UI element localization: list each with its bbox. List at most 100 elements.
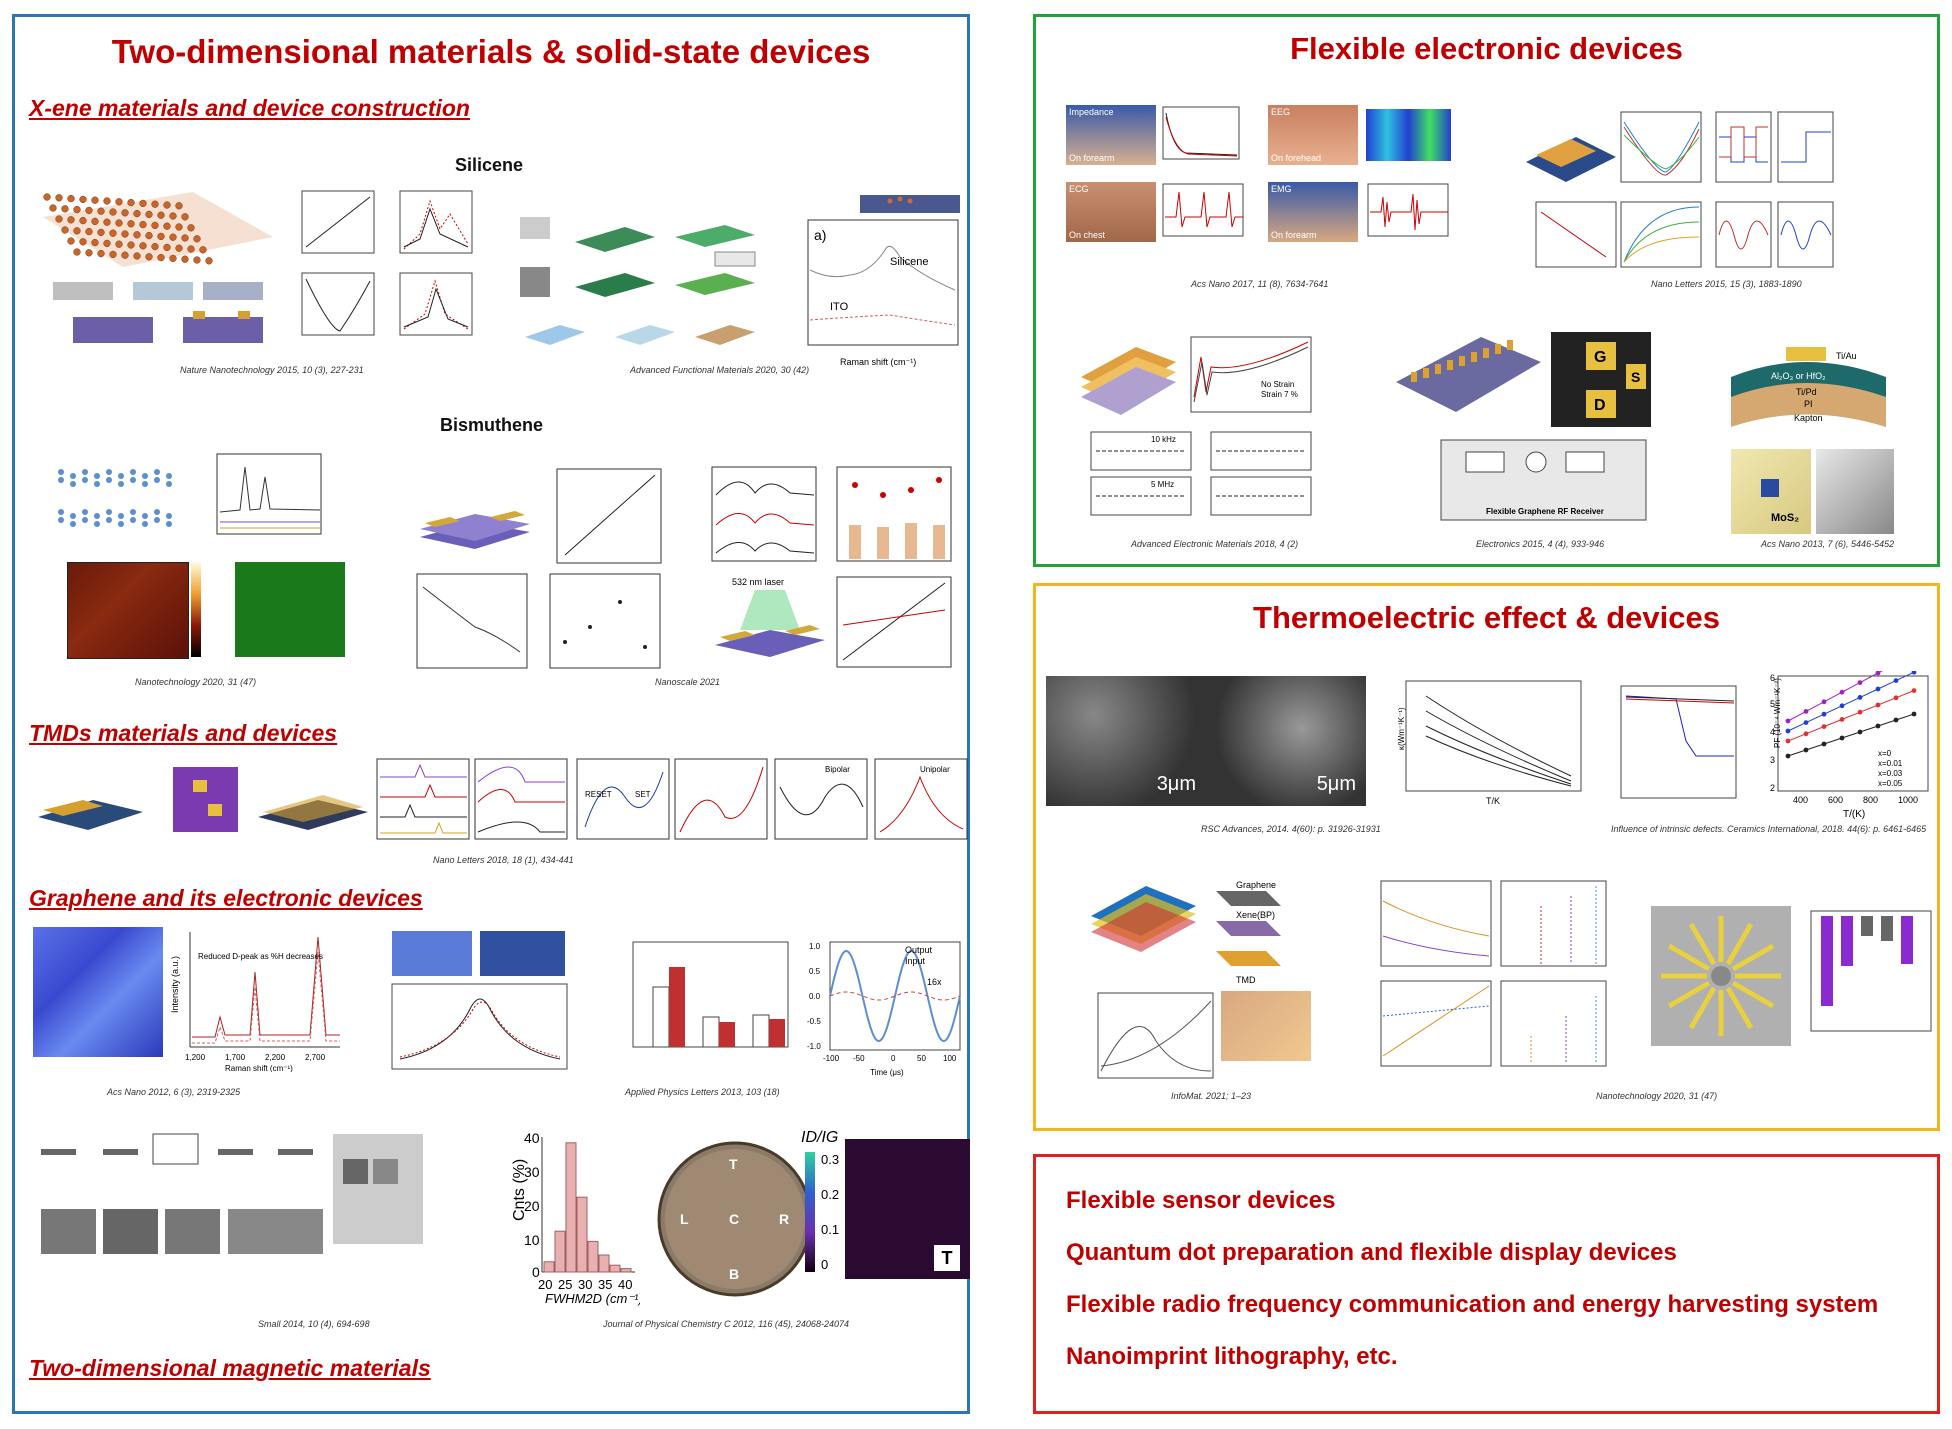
t-tick-600: 600: [1828, 795, 1843, 805]
silicene-atom: [79, 238, 87, 246]
subtitle-silicene: Silicene: [455, 155, 524, 175]
time-tick-1: -100: [823, 1054, 840, 1063]
thermoelectric-panel-title: Thermoelectric effect & devices: [1253, 600, 1720, 635]
emg-plot: [1367, 183, 1449, 237]
silicene-atom: [49, 204, 57, 212]
other-topics-panel: Flexible sensor devices Quantum dot prep…: [1033, 1154, 1940, 1414]
silicene-atom: [127, 220, 135, 228]
id-ig-map: T: [845, 1139, 970, 1279]
layer-tipd: Ti/Pd: [1796, 387, 1817, 397]
mos2-label: MoS₂: [1771, 512, 1800, 524]
citation-adv-electronic-mat: Advanced Electronic Materials 2018, 4 (2…: [1131, 539, 1299, 549]
citation-electronics-2015: Electronics 2015, 4 (4), 933-946: [1476, 539, 1605, 549]
eeg-spectrogram: [1366, 109, 1451, 161]
silicene-atom: [67, 237, 75, 245]
silicene-atom: [67, 194, 75, 203]
silicene-atom: [127, 241, 135, 249]
silicene-atom: [97, 207, 105, 215]
impedance-label: Impedance: [1069, 107, 1114, 117]
silicene-atom: [139, 220, 147, 229]
rf-pad: [1459, 356, 1465, 366]
silicene-atom: [97, 249, 105, 258]
citation-apl-2013: Applied Physics Letters 2013, 103 (18): [625, 1087, 780, 1097]
bismuth-atom: [106, 517, 112, 523]
bismuth-atom: [106, 469, 112, 475]
bismuth-atom: [142, 473, 148, 479]
tmd-raman-plots: [376, 758, 568, 840]
time-axis-label: Time (μs): [870, 1068, 904, 1077]
reduced-dpeak-label: Reduced D-peak as %H decreases: [198, 952, 323, 961]
silicene-atom: [103, 197, 111, 205]
silicene-atom: [139, 199, 147, 208]
bismuth-atom: [58, 517, 64, 523]
teg-finger: [1688, 986, 1717, 1030]
legend-x003: x=0.03: [1878, 769, 1903, 778]
flexible-panel: Flexible electronic devices Impedance On…: [1033, 14, 1940, 567]
colorbar-tick-03: 0.3: [821, 1152, 840, 1167]
sem-scale-2: 5μm: [1316, 773, 1356, 795]
reset-label-1: RESET: [585, 790, 612, 799]
citation-nanotech-2020-b: Nanotechnology 2020, 31 (47): [1596, 1091, 1718, 1101]
bismuth-atom: [142, 521, 148, 527]
silicene-atom: [199, 246, 207, 254]
cnts-tick-20: 20: [524, 1198, 540, 1214]
section-tmds: TMDs materials and devices: [29, 720, 338, 746]
bismuth-atom: [82, 517, 88, 523]
graphene-transistor-figure: [391, 931, 568, 1070]
emg-label: EMG: [1271, 184, 1292, 194]
silicene-atom: [145, 210, 153, 219]
bismuth-atom: [70, 513, 76, 519]
silicene-atom: [115, 198, 123, 206]
pf-point: [1911, 671, 1917, 675]
bismuth-atom: [82, 469, 88, 475]
teg-finger: [1725, 986, 1754, 1030]
pf-point: [1911, 688, 1917, 693]
silicene-atom: [85, 206, 93, 215]
histogram-bar: [620, 1268, 632, 1273]
on-forearm2-label: On forearm: [1271, 230, 1317, 240]
topic-flexible-sensor: Flexible sensor devices: [1066, 1187, 1336, 1214]
citation-adv-func-mat: Advanced Functional Materials 2020, 30 (…: [630, 365, 810, 375]
teg-finger: [1688, 922, 1717, 966]
fwhm-histogram: Cnts (%) 40 30 20 10 0 20 25 30 35 40 FW…: [511, 1130, 640, 1306]
silicene-atom: [55, 194, 63, 202]
gate-label: G: [1594, 349, 1606, 366]
mos2-flake: [1761, 479, 1779, 497]
bismuth-atom: [58, 477, 64, 483]
silicene-atom: [163, 222, 171, 230]
fwhm-tick-30: 30: [578, 1277, 592, 1292]
silicene-atom: [73, 248, 81, 256]
silicene-atom: [145, 253, 153, 261]
citation-rsc-advances: RSC Advances, 2014. 4(60): p. 31926-3193…: [1201, 824, 1381, 834]
graphene-amplifier-plot: Output Input 16x 1.0 0.5 0.0 -0.5 -1.0 -…: [807, 941, 961, 1077]
histogram-bar: [609, 1264, 621, 1273]
citation-infomat: InfoMat. 2021; 1–23: [1171, 1091, 1252, 1101]
thermal-conductivity-plot: T/K κ(Wm⁻¹K⁻¹): [1397, 680, 1582, 806]
teg-output-bars: [1810, 910, 1932, 1032]
rf-receiver-label: Flexible Graphene RF Receiver: [1486, 507, 1604, 516]
on-chest-label: On chest: [1069, 230, 1106, 240]
cnts-tick-30: 30: [524, 1164, 540, 1180]
bismuthene-lattice-figure: [58, 469, 172, 527]
radial-teg-device: [1651, 906, 1791, 1046]
topic-quantum-dot: Quantum dot preparation and flexible dis…: [1066, 1239, 1677, 1266]
citation-nano-letters-2018: Nano Letters 2018, 18 (1), 434-441: [433, 855, 574, 865]
colorbar-tick-0: 0: [821, 1257, 829, 1272]
id-ig-label: ID/IG: [801, 1129, 839, 1146]
silicene-atom: [205, 257, 213, 265]
silicene-atom: [181, 234, 189, 242]
silicene-atom: [67, 216, 75, 224]
time-tick-4: 50: [917, 1054, 926, 1063]
silicene-atom: [193, 256, 201, 264]
silicene-atom: [79, 216, 87, 225]
seebeck-curves-plot: [1097, 992, 1214, 1079]
bismuth-atom: [130, 469, 136, 475]
graphene-raman-plot: Intensity (a.u.) Reduced D-peak as %H de…: [170, 932, 340, 1072]
panel-label-a: a): [814, 227, 826, 243]
teg-finger: [1731, 943, 1775, 972]
kappa-axis-label: κ(Wm⁻¹K⁻¹): [1397, 707, 1406, 750]
graphene-layer-label: Graphene: [1236, 880, 1276, 890]
silicene-atom: [85, 249, 93, 257]
silicene-atom: [121, 251, 129, 259]
bismuthene-bar-plot: [836, 466, 952, 562]
